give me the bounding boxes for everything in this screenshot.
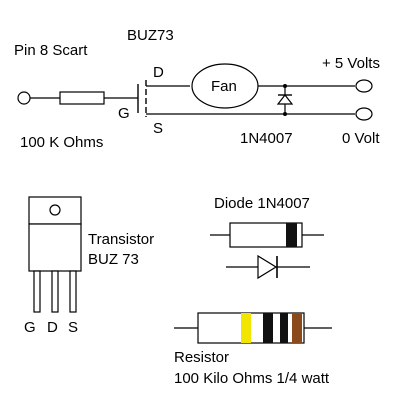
diode-cathode-band [286,223,297,247]
schematic-diode [276,94,294,105]
positive-terminal [355,79,373,93]
resistor-value-label: 100 K Ohms [20,134,103,151]
pin-label-g: G [24,319,36,336]
resistor-label-line2: 100 Kilo Ohms 1/4 watt [174,370,330,387]
pin-label-s: S [68,319,78,336]
resistor-band-2 [263,313,273,343]
drain-label: D [153,64,164,81]
transistor-mounting-hole [49,204,61,216]
transistor-leg-drain [51,270,59,313]
diode-component-label: Diode 1N4007 [214,195,310,212]
transistor-label-line2: BUZ 73 [88,251,139,268]
gate-label: G [118,105,130,122]
supply-positive-label: + 5 Volts [322,55,380,72]
resistor-band-3 [280,313,288,343]
source-label: S [153,120,163,137]
input-label: Pin 8 Scart [14,42,88,59]
fan-label: Fan [211,78,237,95]
resistor-label-line1: Resistor [174,349,229,366]
transistor-leg-source [69,270,77,313]
ground-terminal [355,107,373,121]
title-buz73: BUZ73 [127,27,174,44]
transistor-body [28,223,82,272]
input-terminal [17,91,31,105]
diode-symbol-triangle [257,254,278,280]
schematic-resistor [59,91,105,105]
pin-label-d: D [47,319,58,336]
transistor-leg-gate [33,270,41,313]
diode-part-label: 1N4007 [240,130,293,147]
supply-ground-label: 0 Volt [342,130,380,147]
resistor-band-1 [241,313,251,343]
transistor-label-line1: Transistor [88,231,154,248]
resistor-band-4 [292,313,302,343]
